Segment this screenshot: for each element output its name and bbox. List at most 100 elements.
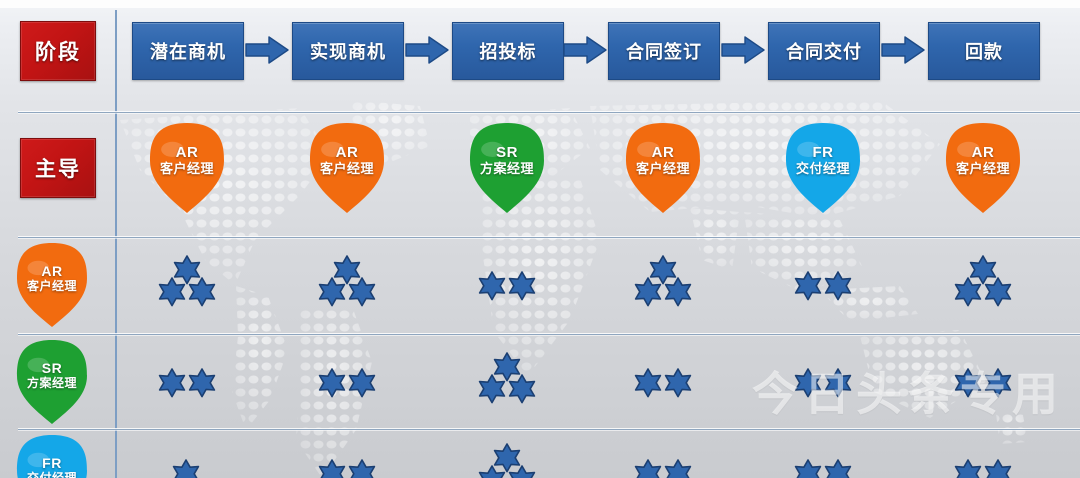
star-icon (173, 255, 201, 285)
star-icon (634, 368, 662, 398)
star-cell-ar-2 (317, 255, 377, 311)
star-icon (794, 271, 822, 301)
row-label-stage-text: 阶段 (35, 41, 81, 64)
star-icon (348, 277, 376, 307)
star-icon (188, 277, 216, 307)
star-icon (664, 368, 692, 398)
star-icon (508, 271, 536, 301)
flow-arrow-1 (245, 36, 289, 69)
pin-shape (786, 123, 860, 213)
vertical-divider (115, 10, 117, 478)
stage-box-label: 实现商机 (310, 42, 386, 62)
stage-box-1[interactable]: 潜在商机 (132, 22, 244, 80)
star-icon (508, 374, 536, 404)
star-cell-ar-5 (793, 255, 853, 311)
star-icon (508, 465, 536, 478)
pin-shape (17, 435, 87, 478)
star-icon (824, 368, 852, 398)
stage-box-label: 潜在商机 (150, 42, 226, 62)
star-icon (478, 271, 506, 301)
flow-arrow-5 (881, 36, 925, 69)
star-icon (824, 271, 852, 301)
stage-box-label: 回款 (965, 42, 1003, 62)
stage-box-5[interactable]: 合同交付 (768, 22, 880, 80)
star-icon (348, 368, 376, 398)
pin-shape (310, 123, 384, 213)
top-edge (0, 0, 1080, 8)
row-divider-2 (18, 236, 1080, 239)
pin-shape (17, 340, 87, 424)
stage-box-label: 合同交付 (786, 42, 862, 62)
star-cell-sr-3 (477, 352, 537, 408)
flow-arrow-3 (563, 36, 607, 69)
star-icon (954, 277, 982, 307)
star-cell-sr-6 (953, 352, 1013, 408)
star-cell-ar-3 (477, 255, 537, 311)
row-divider-3 (18, 333, 1080, 336)
star-icon (318, 368, 346, 398)
row-divider-4 (18, 428, 1080, 431)
star-icon (493, 443, 521, 473)
star-icon (172, 459, 200, 478)
star-icon (188, 368, 216, 398)
star-icon (954, 459, 982, 478)
star-icon (664, 277, 692, 307)
flow-arrow-2 (405, 36, 449, 69)
star-cell-ar-6 (953, 255, 1013, 311)
star-cell-fr-3 (477, 443, 537, 478)
star-icon (984, 368, 1012, 398)
row-label-lead: 主导 (20, 138, 96, 198)
star-icon (794, 459, 822, 478)
pin-shape (17, 243, 87, 327)
star-cell-fr-5 (793, 443, 853, 478)
row-label-stage: 阶段 (20, 21, 96, 81)
stage-box-label: 合同签订 (626, 42, 702, 62)
stage-box-2[interactable]: 实现商机 (292, 22, 404, 80)
star-icon (478, 374, 506, 404)
stage-box-label: 招投标 (479, 42, 537, 62)
star-cell-sr-1 (157, 352, 217, 408)
star-icon (634, 459, 662, 478)
star-icon (158, 368, 186, 398)
star-icon (318, 459, 346, 478)
star-icon (649, 255, 677, 285)
star-icon (158, 277, 186, 307)
star-cell-sr-2 (317, 352, 377, 408)
star-icon (493, 352, 521, 382)
star-cell-sr-4 (633, 352, 693, 408)
star-cell-fr-6 (953, 443, 1013, 478)
pin-shape (150, 123, 224, 213)
pin-shape (626, 123, 700, 213)
star-cell-fr-4 (633, 443, 693, 478)
star-icon (348, 459, 376, 478)
star-icon (634, 277, 662, 307)
star-icon (318, 277, 346, 307)
star-cell-ar-4 (633, 255, 693, 311)
star-icon (478, 465, 506, 478)
star-icon (984, 277, 1012, 307)
star-icon (984, 459, 1012, 478)
stage-box-6[interactable]: 回款 (928, 22, 1040, 80)
star-icon (794, 368, 822, 398)
row-label-lead-text: 主导 (35, 158, 81, 181)
star-cell-sr-5 (793, 352, 853, 408)
star-icon (824, 459, 852, 478)
star-icon (333, 255, 361, 285)
row-divider-1 (18, 111, 1080, 114)
stage-box-3[interactable]: 招投标 (452, 22, 564, 80)
flow-arrow-4 (721, 36, 765, 69)
star-cell-fr-1 (157, 443, 217, 478)
stage-box-4[interactable]: 合同签订 (608, 22, 720, 80)
star-cell-ar-1 (157, 255, 217, 311)
pin-shape (946, 123, 1020, 213)
